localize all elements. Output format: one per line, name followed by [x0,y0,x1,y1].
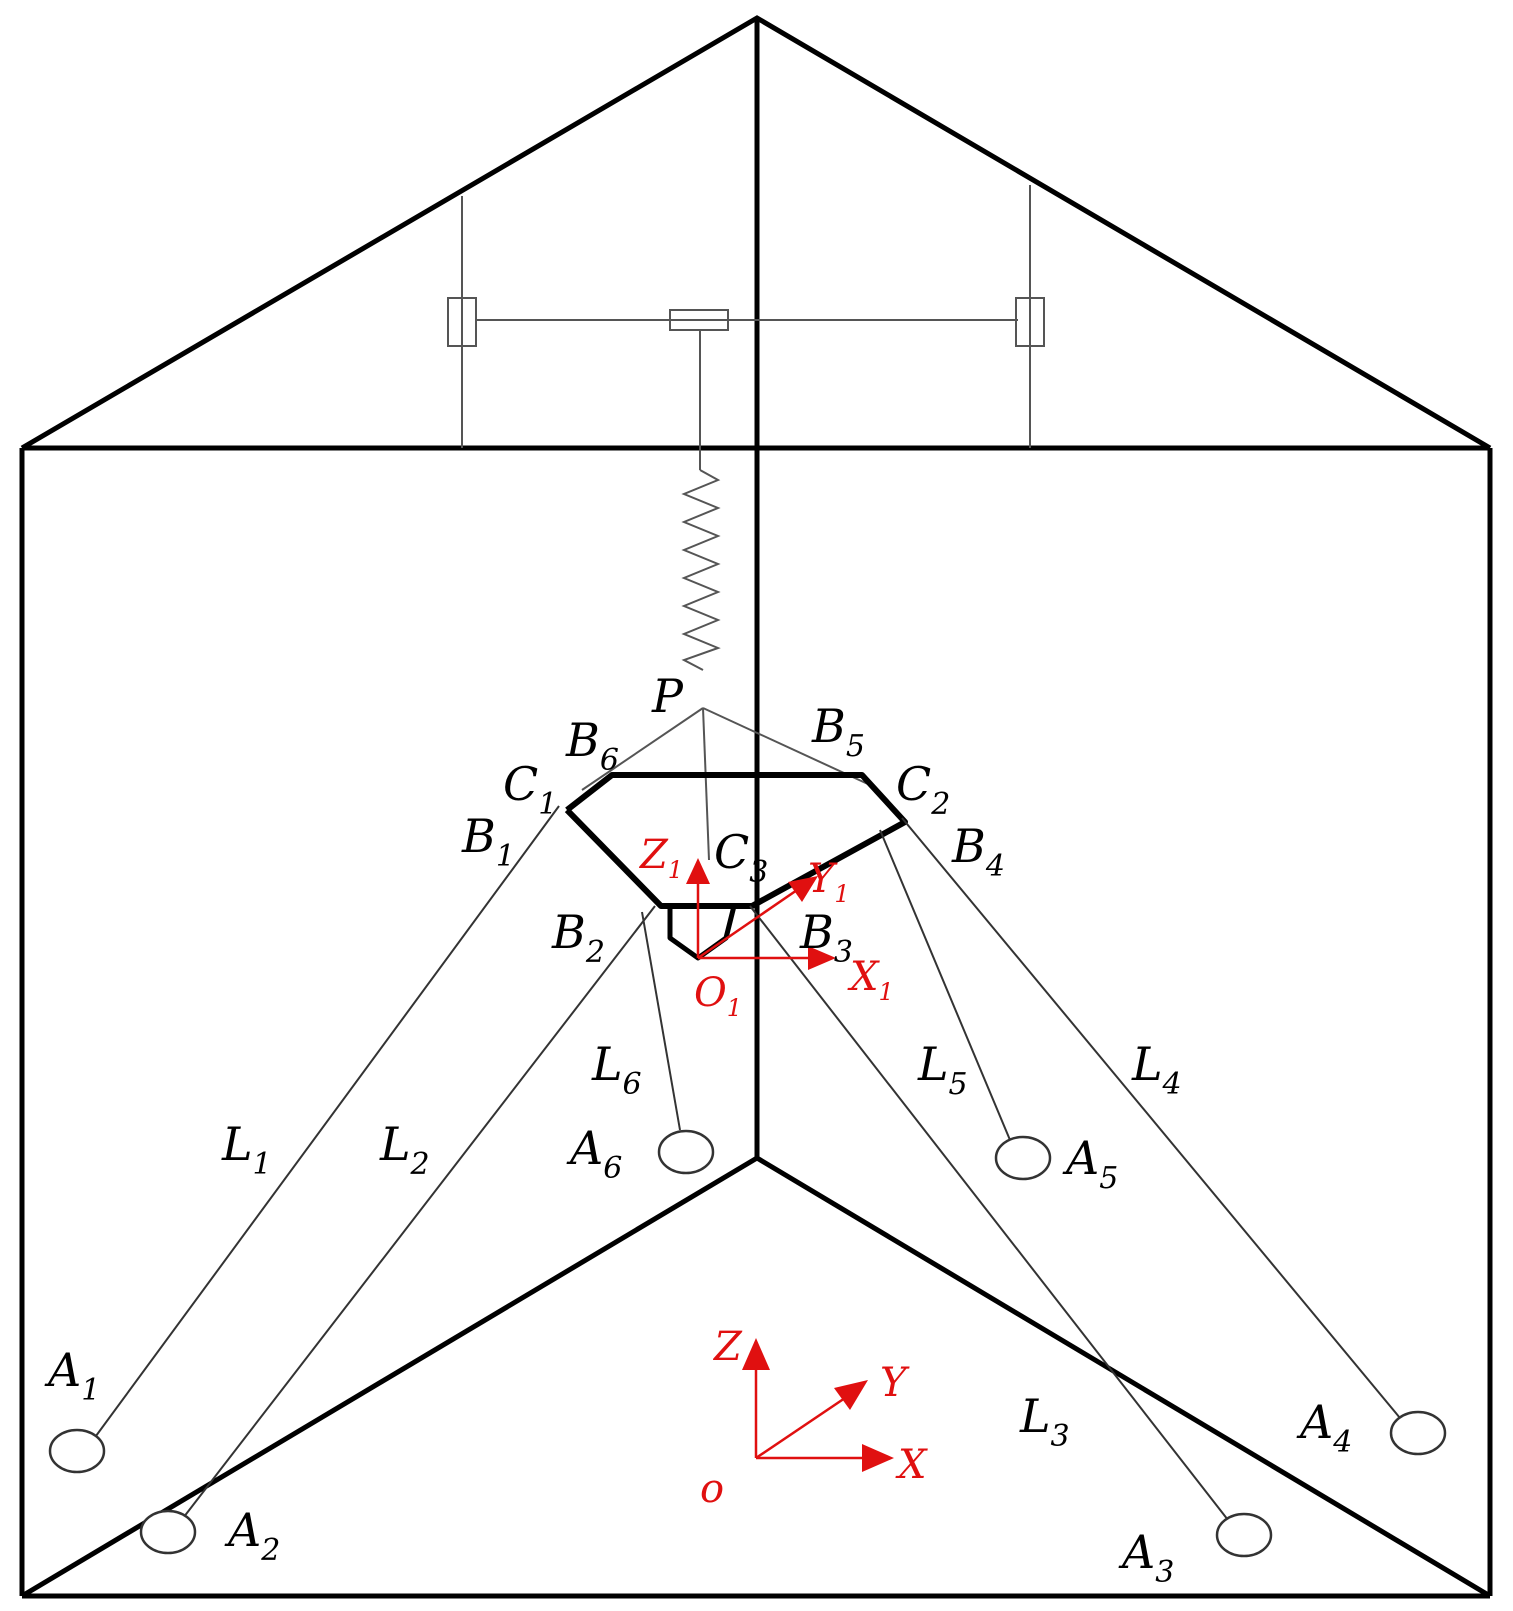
outer-frame [19,15,1493,1599]
label-global-z: Z [712,1324,743,1370]
label-b2: B2 [551,905,605,970]
point-labels: P B6 B5 C1 C2 B1 B4 C3 B2 B3 L1 L2 L6 L5… [44,669,1352,1590]
global-z-arrowhead [742,1338,770,1370]
label-b3: B3 [799,905,853,970]
label-c1: C1 [503,757,557,822]
label-global-y: Y [880,1360,910,1406]
label-local-z: Z1 [638,832,683,884]
local-coordinate-frame [686,858,836,970]
label-b1: B1 [461,809,515,874]
label-local-y: Y1 [808,856,850,908]
label-l5: L5 [917,1037,968,1102]
label-l6: L6 [591,1037,642,1102]
left-slider-block [447,297,477,347]
anchor-a3 [1215,1512,1273,1558]
label-a5: A5 [1062,1131,1118,1196]
label-l3: L3 [1019,1389,1070,1454]
label-a2: A2 [224,1503,280,1568]
local-x-arrowhead [808,946,836,970]
label-p: P [651,669,684,723]
cable-l1 [92,805,560,1441]
label-l1: L1 [221,1117,272,1182]
label-a1: A1 [44,1343,100,1408]
local-z-arrowhead [686,858,710,884]
cable-l3 [749,905,1229,1521]
label-a6: A6 [566,1121,622,1186]
local-y-arrowhead [788,876,818,902]
label-l4: L4 [1131,1037,1182,1102]
label-global-origin: o [700,1466,724,1512]
label-a3: A3 [1118,1525,1174,1590]
end-effector-tool [667,905,737,961]
label-b6: B6 [565,713,619,778]
right-slider-block [1015,297,1045,347]
floor-right-edge [755,1155,1492,1599]
gantry-mechanism [447,185,1045,671]
label-local-x: X1 [847,954,894,1006]
global-y-arrowhead [834,1380,868,1410]
global-coordinate-frame [742,1338,894,1472]
anchor-a1 [48,1428,106,1474]
label-l2: L2 [379,1117,430,1182]
local-y-axis [697,886,801,960]
anchor-a4 [1389,1410,1447,1456]
global-x-arrowhead [862,1444,894,1472]
label-local-origin: O1 [694,970,742,1022]
label-b4: B4 [951,819,1005,884]
label-global-x: X [895,1442,928,1488]
cable-l4 [901,817,1401,1419]
label-c2: C2 [896,757,950,822]
anchor-a5 [994,1135,1052,1181]
cable-l6 [641,911,681,1131]
cables [92,805,1401,1523]
label-b5: B5 [811,699,865,764]
label-a4: A4 [1296,1395,1352,1460]
anchor-a2 [139,1509,197,1555]
floor-left-edge [20,1155,759,1599]
link-p-b6 [581,707,704,791]
anchors [48,1129,1447,1558]
cable-l2 [179,905,656,1523]
anchor-a6 [657,1129,715,1175]
label-c3: C3 [714,825,768,890]
spring [681,469,721,671]
global-y-axis [755,1394,849,1460]
cable-l5 [879,829,1011,1141]
link-p-c3 [702,707,710,861]
axis-labels: Z1 Y1 X1 O1 Z Y X o [638,832,928,1512]
